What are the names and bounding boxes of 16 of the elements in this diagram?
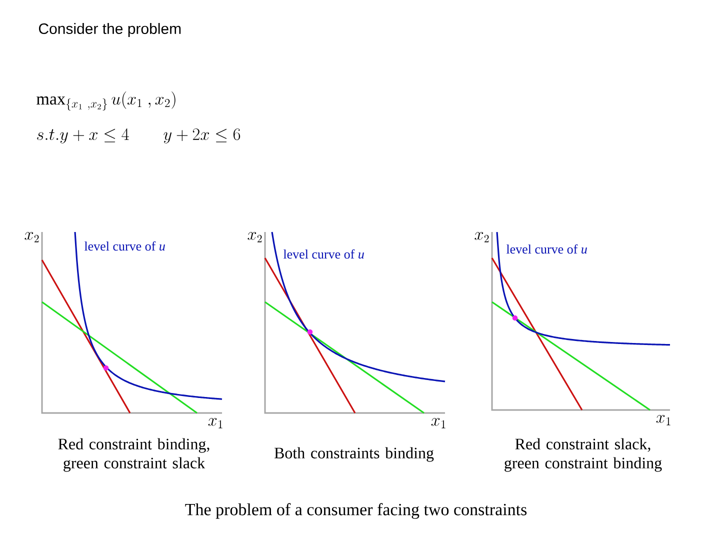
curve-label: level curve of u: [84, 241, 165, 251]
curve-label: level curve of u: [506, 244, 587, 254]
curve-label: level curve of u: [283, 249, 364, 259]
panel-caption: Both constraints binding: [274, 447, 434, 462]
axis-label: $x_1$: [656, 415, 670, 426]
axis-label: $x_1$: [431, 418, 446, 428]
axis-label: $x_1$: [208, 418, 222, 428]
axis-label: $x_2$: [474, 232, 489, 242]
caption: The problem of a consumer facing two constraints: [185, 503, 527, 519]
axis-label: $x_2$: [24, 232, 39, 242]
axis-label: $x_2$: [248, 232, 262, 242]
formula: $s.t. y+x\leq 4 \qquad y+2x\leq 6$: [37, 128, 240, 144]
panel-caption: Red constraint slack, green constraint binding: [504, 438, 662, 472]
title: Consider the problem: [38, 23, 181, 37]
panel-caption: Red constraint binding, green constraint slack: [58, 438, 210, 472]
formula: $\max_{\{x_1\ ,x_2\}} u(x_1\ ,x_2)$: [36, 92, 176, 110]
